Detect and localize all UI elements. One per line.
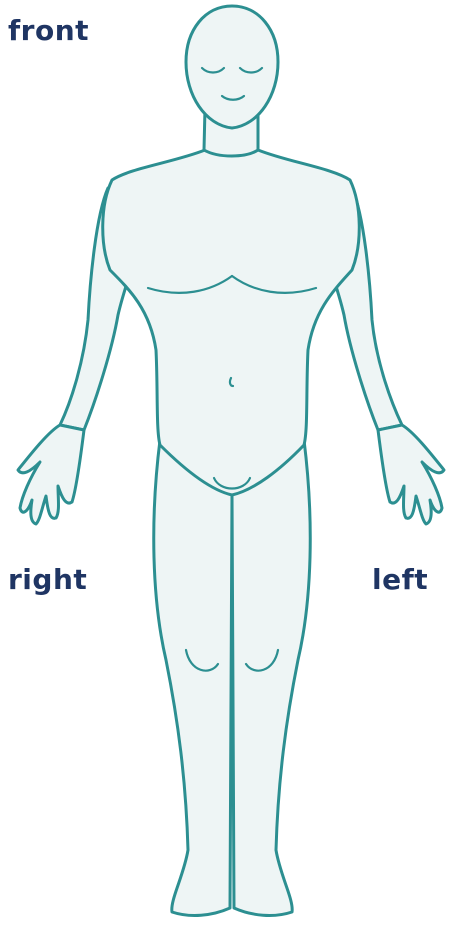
left-hand[interactable] <box>378 425 444 524</box>
right-hand[interactable] <box>18 425 84 524</box>
head[interactable] <box>186 6 278 128</box>
torso[interactable] <box>103 150 360 495</box>
right-leg[interactable] <box>154 440 232 915</box>
left-leg[interactable] <box>232 440 310 915</box>
